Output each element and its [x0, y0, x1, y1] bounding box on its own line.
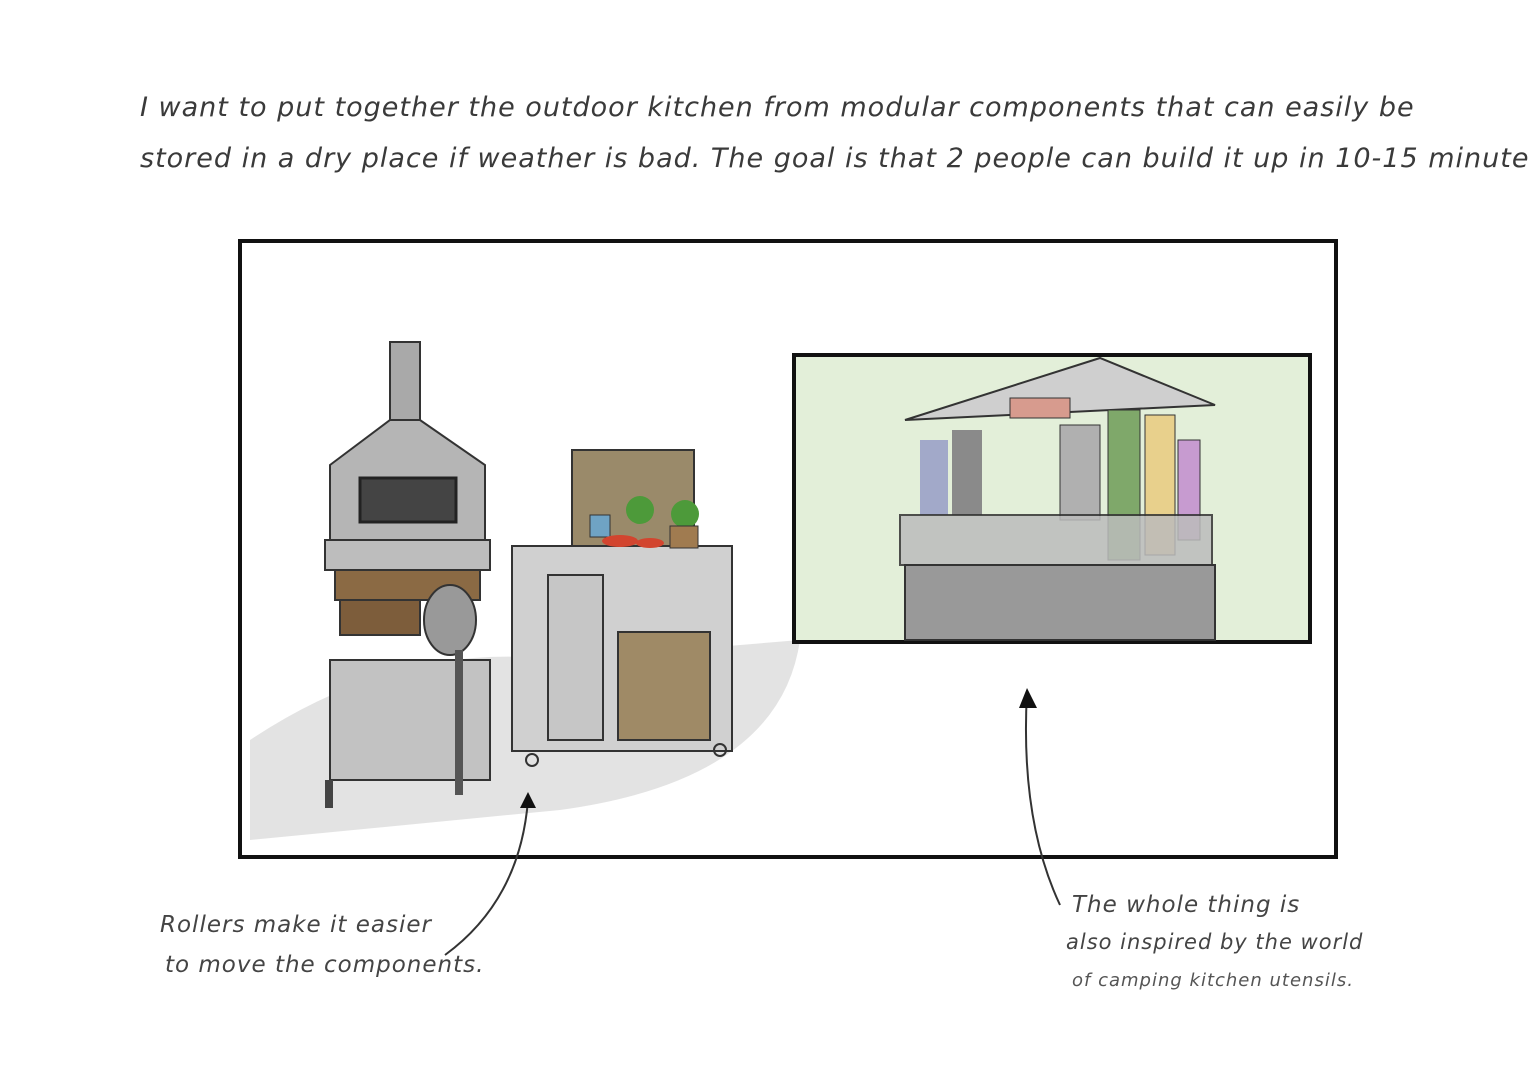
annotation-rollers-line-2: to move the components. — [165, 952, 485, 978]
annotation-inspired-line-1: The whole thing is — [1072, 892, 1301, 918]
annotation-inspired-line-2: also inspired by the world — [1066, 930, 1364, 954]
annotation-inspired-line-3: of camping kitchen utensils. — [1072, 970, 1354, 991]
rollers-arrow — [444, 799, 529, 956]
rollers-arrowhead — [520, 792, 536, 808]
main-frame — [238, 239, 1338, 859]
camping-kitchen-box — [899, 356, 1216, 641]
intro-text-line-1: I want to put together the outdoor kitch… — [140, 92, 1415, 123]
annotation-rollers-line-1: Rollers make it easier — [160, 912, 432, 938]
kitchen-cart — [511, 449, 733, 767]
intro-text-line-2: stored in a dry place if weather is bad.… — [140, 143, 1528, 174]
pizza-oven — [324, 341, 491, 808]
inspired-arrow — [1024, 691, 1061, 906]
inspired-arrowhead — [1019, 688, 1037, 708]
